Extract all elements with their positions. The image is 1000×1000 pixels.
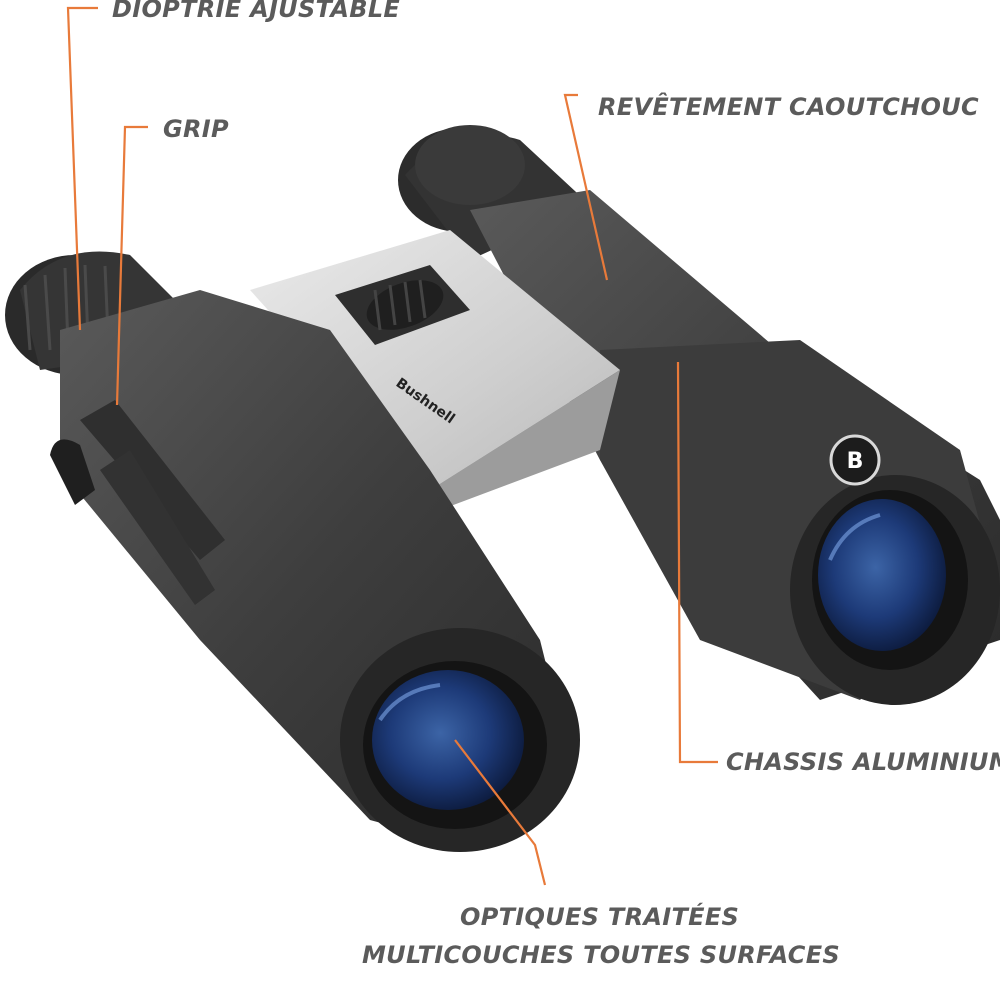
focus-wheel[interactable] bbox=[335, 265, 470, 345]
callout-line-grip bbox=[115, 125, 148, 406]
label-grip: GRIP bbox=[163, 115, 229, 143]
callout-line-optiques bbox=[454, 739, 547, 886]
label-optiques-traitees: OPTIQUES TRAITÉES bbox=[460, 903, 740, 931]
label-multicouches: MULTICOUCHES TOUTES SURFACES bbox=[362, 941, 840, 969]
label-chassis-aluminium: CHASSIS ALUMINIUM bbox=[726, 748, 1000, 776]
callout-lines bbox=[66, 6, 718, 886]
callout-line-revetement bbox=[563, 93, 609, 281]
label-revetement-caoutchouc: REVÊTEMENT CAOUTCHOUC bbox=[598, 93, 979, 121]
brand-badge: B bbox=[829, 434, 881, 486]
rear-right-eyepiece bbox=[398, 125, 590, 260]
center-bridge: Bushnell bbox=[250, 230, 620, 510]
left-objective-lens bbox=[340, 628, 580, 852]
callout-line-chassis bbox=[676, 361, 718, 764]
right-objective-lens bbox=[790, 475, 1000, 705]
svg-text:B: B bbox=[847, 449, 864, 474]
label-dioptrie-ajustable: DIOPTRIE AJUSTABLE bbox=[112, 0, 401, 23]
callout-line-dioptrie bbox=[66, 6, 98, 331]
